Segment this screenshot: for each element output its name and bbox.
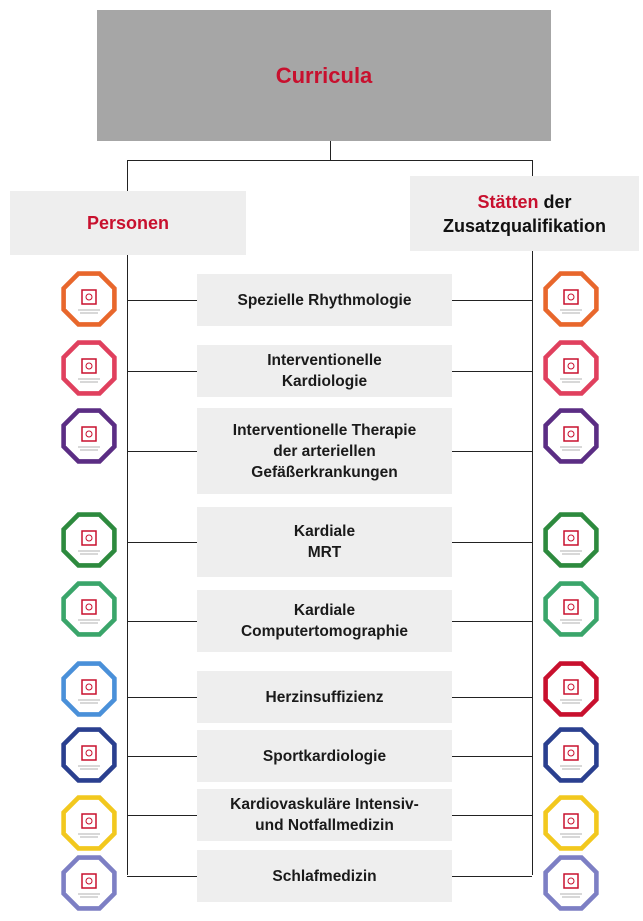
- person-badge-icon: [58, 268, 120, 330]
- personen-header: Personen: [10, 191, 246, 255]
- left-connector: [127, 876, 197, 877]
- curriculum-label: Kardiale Computertomographie: [240, 602, 409, 640]
- curriculum-label: Kardiale MRT: [293, 523, 356, 561]
- site-badge-icon: [540, 658, 602, 720]
- right-connector: [452, 815, 532, 816]
- person-badge-icon: [58, 509, 120, 571]
- left-rail: [127, 255, 128, 875]
- right-connector: [452, 876, 532, 877]
- left-connector: [127, 815, 197, 816]
- zusatzqualifikation-label: Zusatzqualifikation: [442, 215, 606, 236]
- site-badge-icon: [540, 578, 602, 640]
- person-badge-icon: [58, 792, 120, 854]
- trunk-line: [330, 141, 331, 161]
- site-badge-icon: [540, 405, 602, 467]
- curriculum-box: Kardiovaskuläre Intensiv- und Notfallmed…: [197, 789, 452, 841]
- left-connector: [127, 756, 197, 757]
- curriculum-label: Kardiovaskuläre Intensiv- und Notfallmed…: [230, 796, 419, 834]
- person-badge-icon: [58, 405, 120, 467]
- curriculum-label: Interventionelle Therapie der arterielle…: [232, 421, 417, 481]
- person-badge-icon: [58, 578, 120, 640]
- staetten-der-label: der: [538, 191, 572, 212]
- left-connector: [127, 300, 197, 301]
- branch-line: [127, 160, 533, 161]
- curriculum-label: Sportkardiologie: [262, 747, 387, 765]
- personen-label: Personen: [86, 212, 170, 233]
- right-connector: [452, 756, 532, 757]
- curriculum-box: Schlafmedizin: [197, 850, 452, 902]
- curricula-title: Curricula: [275, 62, 373, 88]
- right-connector: [452, 371, 532, 372]
- curriculum-box: Interventionelle Kardiologie: [197, 345, 452, 397]
- curriculum-label: Herzinsuffizienz: [265, 688, 384, 706]
- curriculum-label: Schlafmedizin: [272, 867, 377, 885]
- curriculum-box: Kardiale MRT: [197, 507, 452, 577]
- curriculum-box: Sportkardiologie: [197, 730, 452, 782]
- right-connector: [452, 697, 532, 698]
- right-branch-drop: [532, 160, 533, 176]
- curriculum-box: Spezielle Rhythmologie: [197, 274, 452, 326]
- right-connector: [452, 542, 532, 543]
- person-badge-icon: [58, 724, 120, 786]
- right-connector: [452, 451, 532, 452]
- left-connector: [127, 542, 197, 543]
- left-connector: [127, 371, 197, 372]
- person-badge-icon: [58, 337, 120, 399]
- curriculum-label: Spezielle Rhythmologie: [237, 291, 412, 309]
- curriculum-box: Herzinsuffizienz: [197, 671, 452, 723]
- curricula-header-box: Curricula: [97, 10, 551, 141]
- left-branch-drop: [127, 160, 128, 191]
- site-badge-icon: [540, 724, 602, 786]
- site-badge-icon: [540, 852, 602, 914]
- site-badge-icon: [540, 337, 602, 399]
- staetten-header: Stätten der Zusatzqualifikation: [410, 176, 639, 251]
- site-badge-icon: [540, 268, 602, 330]
- site-badge-icon: [540, 509, 602, 571]
- site-badge-icon: [540, 792, 602, 854]
- left-connector: [127, 621, 197, 622]
- curriculum-box: Interventionelle Therapie der arterielle…: [197, 408, 452, 494]
- right-rail: [532, 251, 533, 875]
- person-badge-icon: [58, 852, 120, 914]
- right-connector: [452, 621, 532, 622]
- curriculum-label: Interventionelle Kardiologie: [267, 352, 382, 390]
- person-badge-icon: [58, 658, 120, 720]
- right-connector: [452, 300, 532, 301]
- curriculum-box: Kardiale Computertomographie: [197, 590, 452, 652]
- staetten-accent-label: Stätten: [477, 191, 539, 212]
- left-connector: [127, 697, 197, 698]
- left-connector: [127, 451, 197, 452]
